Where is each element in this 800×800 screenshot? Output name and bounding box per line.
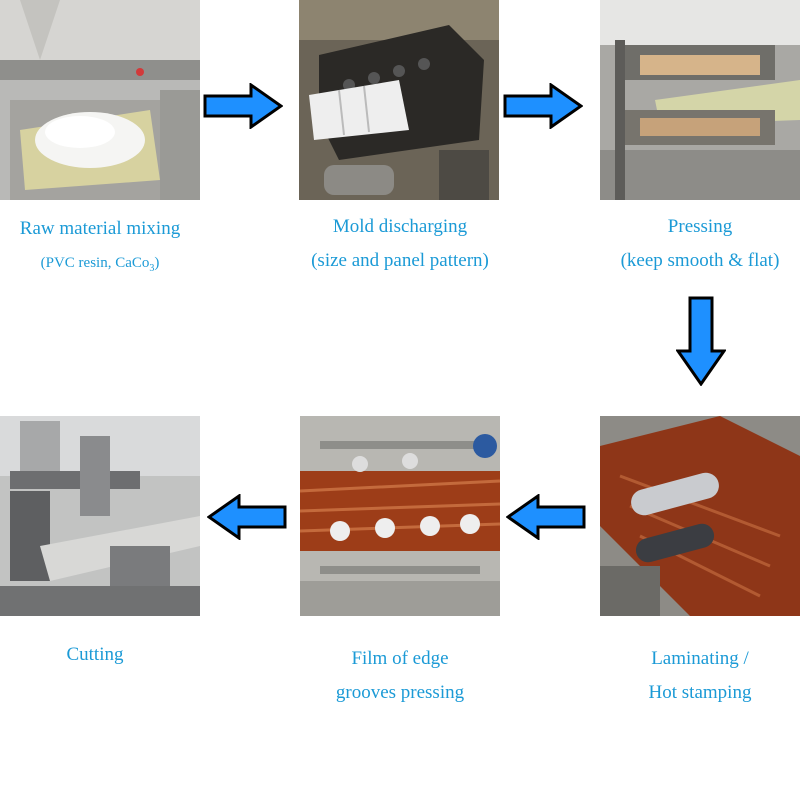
step-subtitle: grooves pressing: [335, 682, 465, 703]
step-label-raw-material-mixing: Raw material mixing (PVC resin, CaCo3): [0, 212, 200, 286]
step-title: Cutting: [66, 644, 124, 665]
step-title: Film of edge: [351, 648, 449, 669]
cutting-machine-photo: [0, 416, 200, 616]
step-label-pressing: Pressing (keep smooth & flat): [600, 210, 800, 278]
step-title: Pressing: [667, 216, 733, 237]
step-label-laminating: Laminating / Hot stamping: [600, 642, 800, 710]
step-subtitle: (PVC resin, CaCo3): [40, 255, 160, 274]
laminating-rollers-photo: [600, 416, 800, 616]
step-title: Mold discharging: [332, 216, 468, 237]
arrow-left-icon: [506, 494, 586, 540]
step-label-mold-discharging: Mold discharging (size and panel pattern…: [280, 210, 520, 278]
step-title: Laminating /: [651, 648, 749, 669]
extruder-die-photo: [299, 0, 499, 200]
arrow-down-icon: [676, 296, 726, 386]
step-label-cutting: Cutting: [0, 638, 190, 672]
mixing-machine-photo: [0, 0, 200, 200]
step-subtitle: Hot stamping: [648, 682, 752, 703]
edge-groove-rollers-photo: [300, 416, 500, 616]
step-subtitle: (keep smooth & flat): [620, 250, 780, 271]
arrow-left-icon: [207, 494, 287, 540]
arrow-right-icon: [503, 83, 583, 129]
step-subtitle: (size and panel pattern): [311, 250, 489, 271]
step-label-edge-grooves: Film of edge grooves pressing: [300, 642, 500, 710]
arrow-right-icon: [203, 83, 283, 129]
pressing-rollers-photo: [600, 0, 800, 200]
step-title: Raw material mixing: [19, 218, 181, 239]
